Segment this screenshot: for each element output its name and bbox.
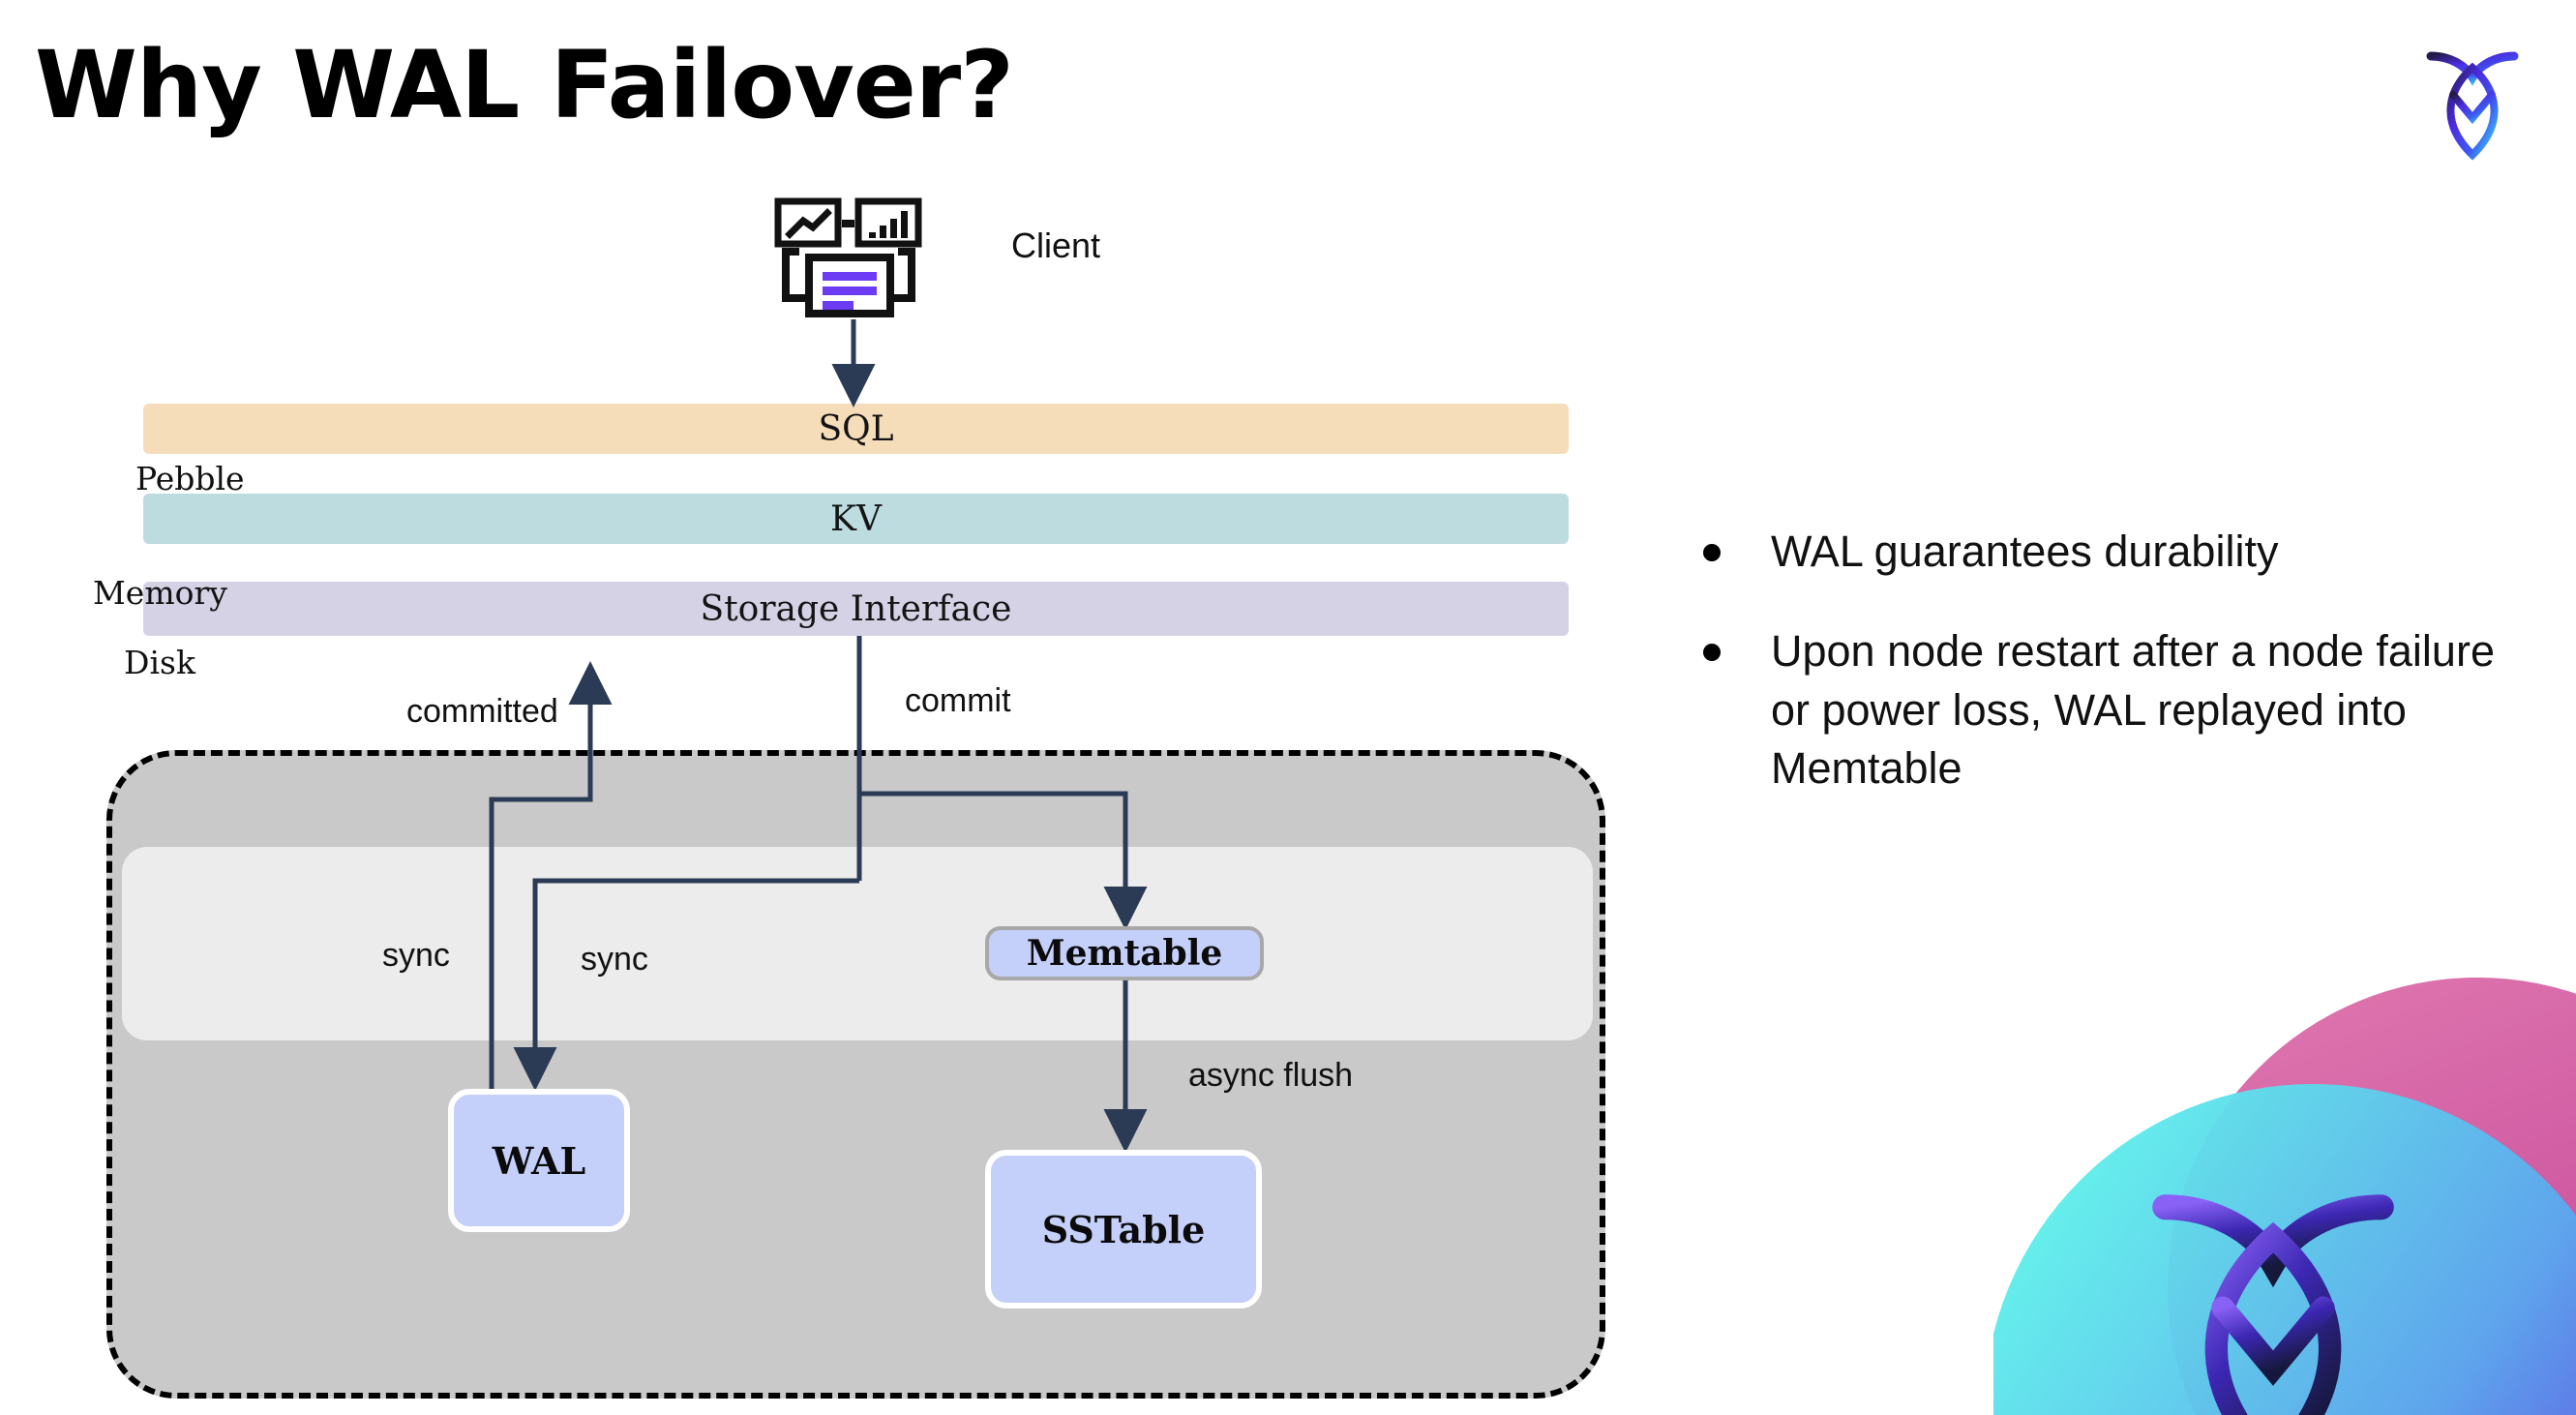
bullet-list: WAL guarantees durability Upon node rest… <box>1703 523 2535 839</box>
layer-label-storage-interface: Storage Interface <box>700 588 1012 629</box>
pebble-label: Pebble <box>135 460 245 497</box>
bullet-text: Upon node restart after a node failure o… <box>1771 625 2495 794</box>
bullet-dot-icon <box>1703 544 1721 561</box>
layer-bar-sql: SQL <box>143 404 1569 454</box>
layer-bar-kv: KV <box>143 494 1569 544</box>
layer-bar-storage-interface: Storage Interface <box>143 582 1569 636</box>
cockroachdb-logo <box>2410 35 2535 170</box>
page-title: Why WAL Failover? <box>35 31 1014 139</box>
memory-label: Memory <box>93 574 227 612</box>
bullet-dot-icon <box>1703 643 1721 661</box>
node-wal: WAL <box>448 1089 630 1232</box>
node-label-memtable: Memtable <box>1026 933 1223 974</box>
list-item: Upon node restart after a node failure o… <box>1703 622 2535 798</box>
client-label: Client <box>1011 226 1101 265</box>
layer-label-kv: KV <box>830 498 882 539</box>
edge-label-async-flush: async flush <box>1188 1057 1354 1094</box>
node-label-wal: WAL <box>492 1138 586 1183</box>
layer-label-sql: SQL <box>818 408 894 449</box>
memory-region <box>122 847 1593 1040</box>
client-dashboard-icon <box>774 197 929 318</box>
pebble-container <box>106 750 1605 1399</box>
edge-label-committed: committed <box>406 693 558 730</box>
node-memtable: Memtable <box>985 926 1264 980</box>
disk-label: Disk <box>124 644 195 681</box>
cockroach-corner-graphic <box>1993 929 2576 1415</box>
edge-label-sync-1: sync <box>382 937 450 974</box>
bullet-text: WAL guarantees durability <box>1771 527 2279 576</box>
list-item: WAL guarantees durability <box>1703 523 2535 582</box>
edge-label-sync-2: sync <box>581 941 648 978</box>
node-label-sstable: SSTable <box>1041 1207 1206 1251</box>
edge-label-commit: commit <box>905 682 1011 719</box>
node-sstable: SSTable <box>985 1150 1262 1309</box>
